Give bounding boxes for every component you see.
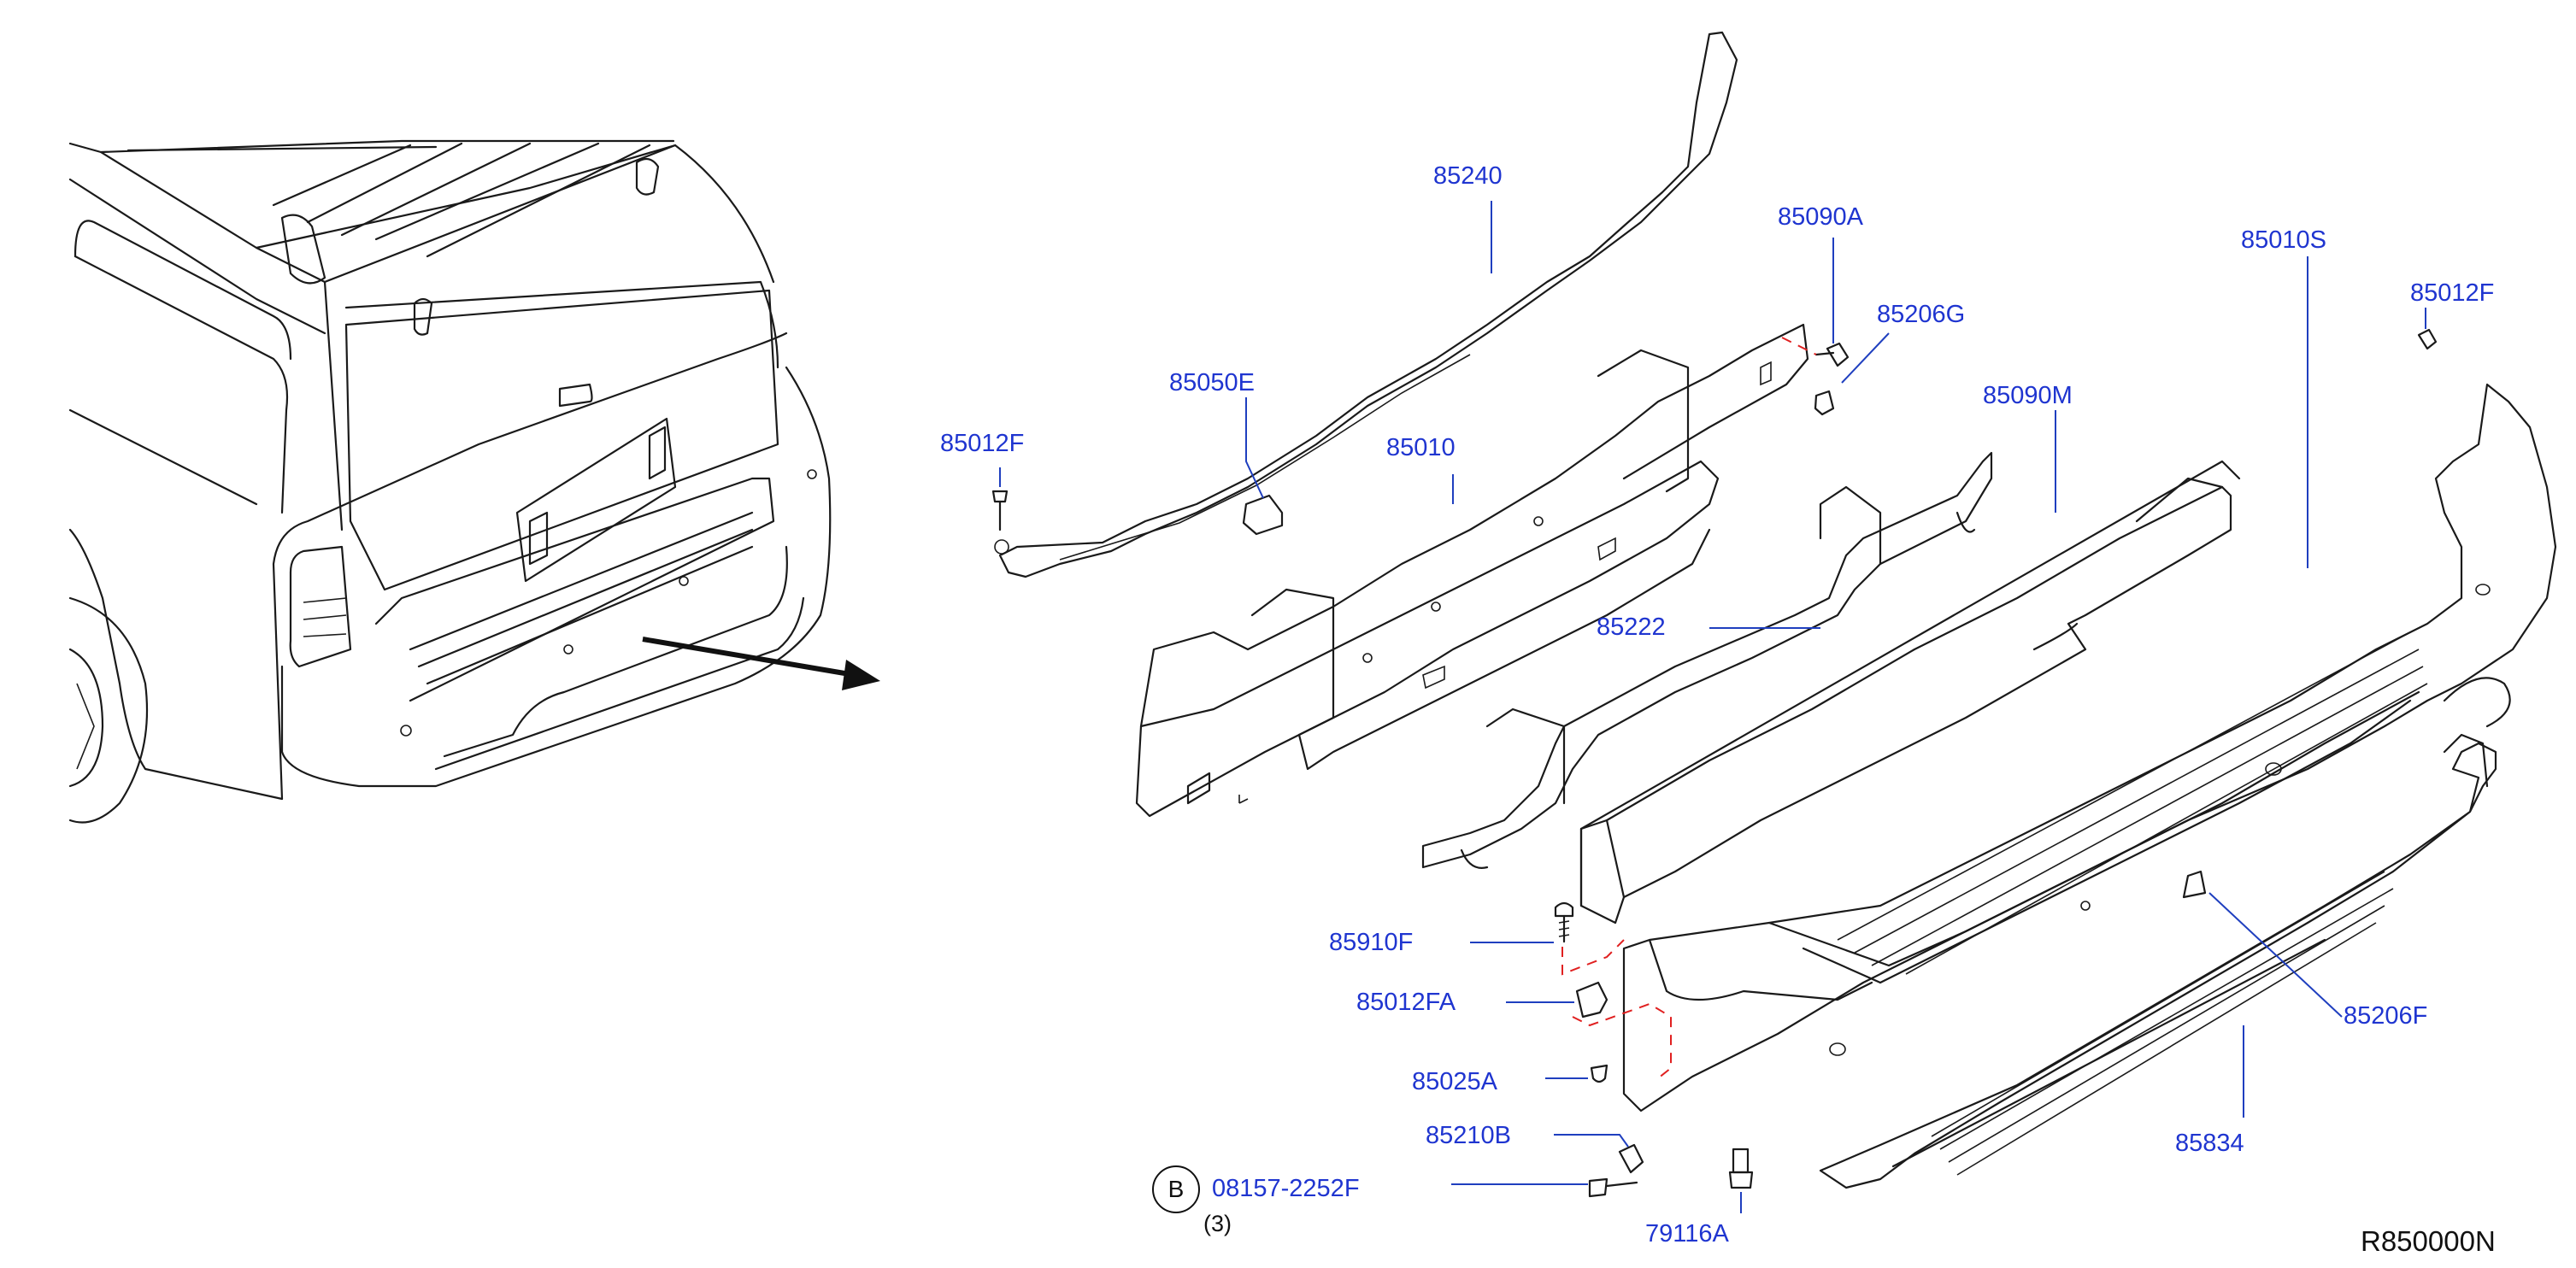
diagram-reference-code: R850000N bbox=[2361, 1225, 2496, 1257]
label-85910F: 85910F bbox=[1329, 929, 1414, 956]
label-85206G: 85206G bbox=[1877, 301, 1966, 328]
vehicle-rear-view bbox=[68, 139, 880, 824]
label-85012F-right: 85012F bbox=[2410, 279, 2495, 307]
label-85012F-left: 85012F bbox=[940, 430, 1025, 457]
part-85240-shape bbox=[994, 31, 1738, 578]
fasteners bbox=[991, 328, 2438, 1198]
label-08157-2252F: 08157-2252F bbox=[1212, 1175, 1360, 1202]
label-85090M: 85090M bbox=[1983, 382, 2073, 409]
label-85010: 85010 bbox=[1386, 434, 1456, 461]
label-85025A: 85025A bbox=[1412, 1068, 1497, 1095]
label-85206F: 85206F bbox=[2344, 1002, 2428, 1030]
label-79116A: 79116A bbox=[1645, 1220, 1729, 1247]
installation-lines bbox=[1561, 337, 1817, 1079]
bolt-marker-circle: B bbox=[1152, 1165, 1200, 1213]
label-85222: 85222 bbox=[1597, 613, 1666, 641]
part-85010-shape bbox=[1135, 323, 1809, 818]
label-85834: 85834 bbox=[2175, 1130, 2244, 1157]
label-85010S: 85010S bbox=[2241, 226, 2326, 254]
bolt-quantity: (3) bbox=[1203, 1211, 1232, 1236]
part-85090M-shape bbox=[1579, 460, 2241, 925]
label-85050E: 85050E bbox=[1169, 369, 1255, 396]
label-85090A: 85090A bbox=[1778, 203, 1863, 231]
label-85012FA: 85012FA bbox=[1356, 989, 1456, 1016]
leader-lines bbox=[999, 201, 2426, 1213]
part-85222-shape bbox=[1421, 451, 1993, 869]
label-85240: 85240 bbox=[1433, 162, 1503, 190]
part-85834-shape bbox=[1819, 733, 2497, 1189]
label-85210B: 85210B bbox=[1426, 1122, 1511, 1149]
part-85010S-shape bbox=[1622, 383, 2557, 1112]
